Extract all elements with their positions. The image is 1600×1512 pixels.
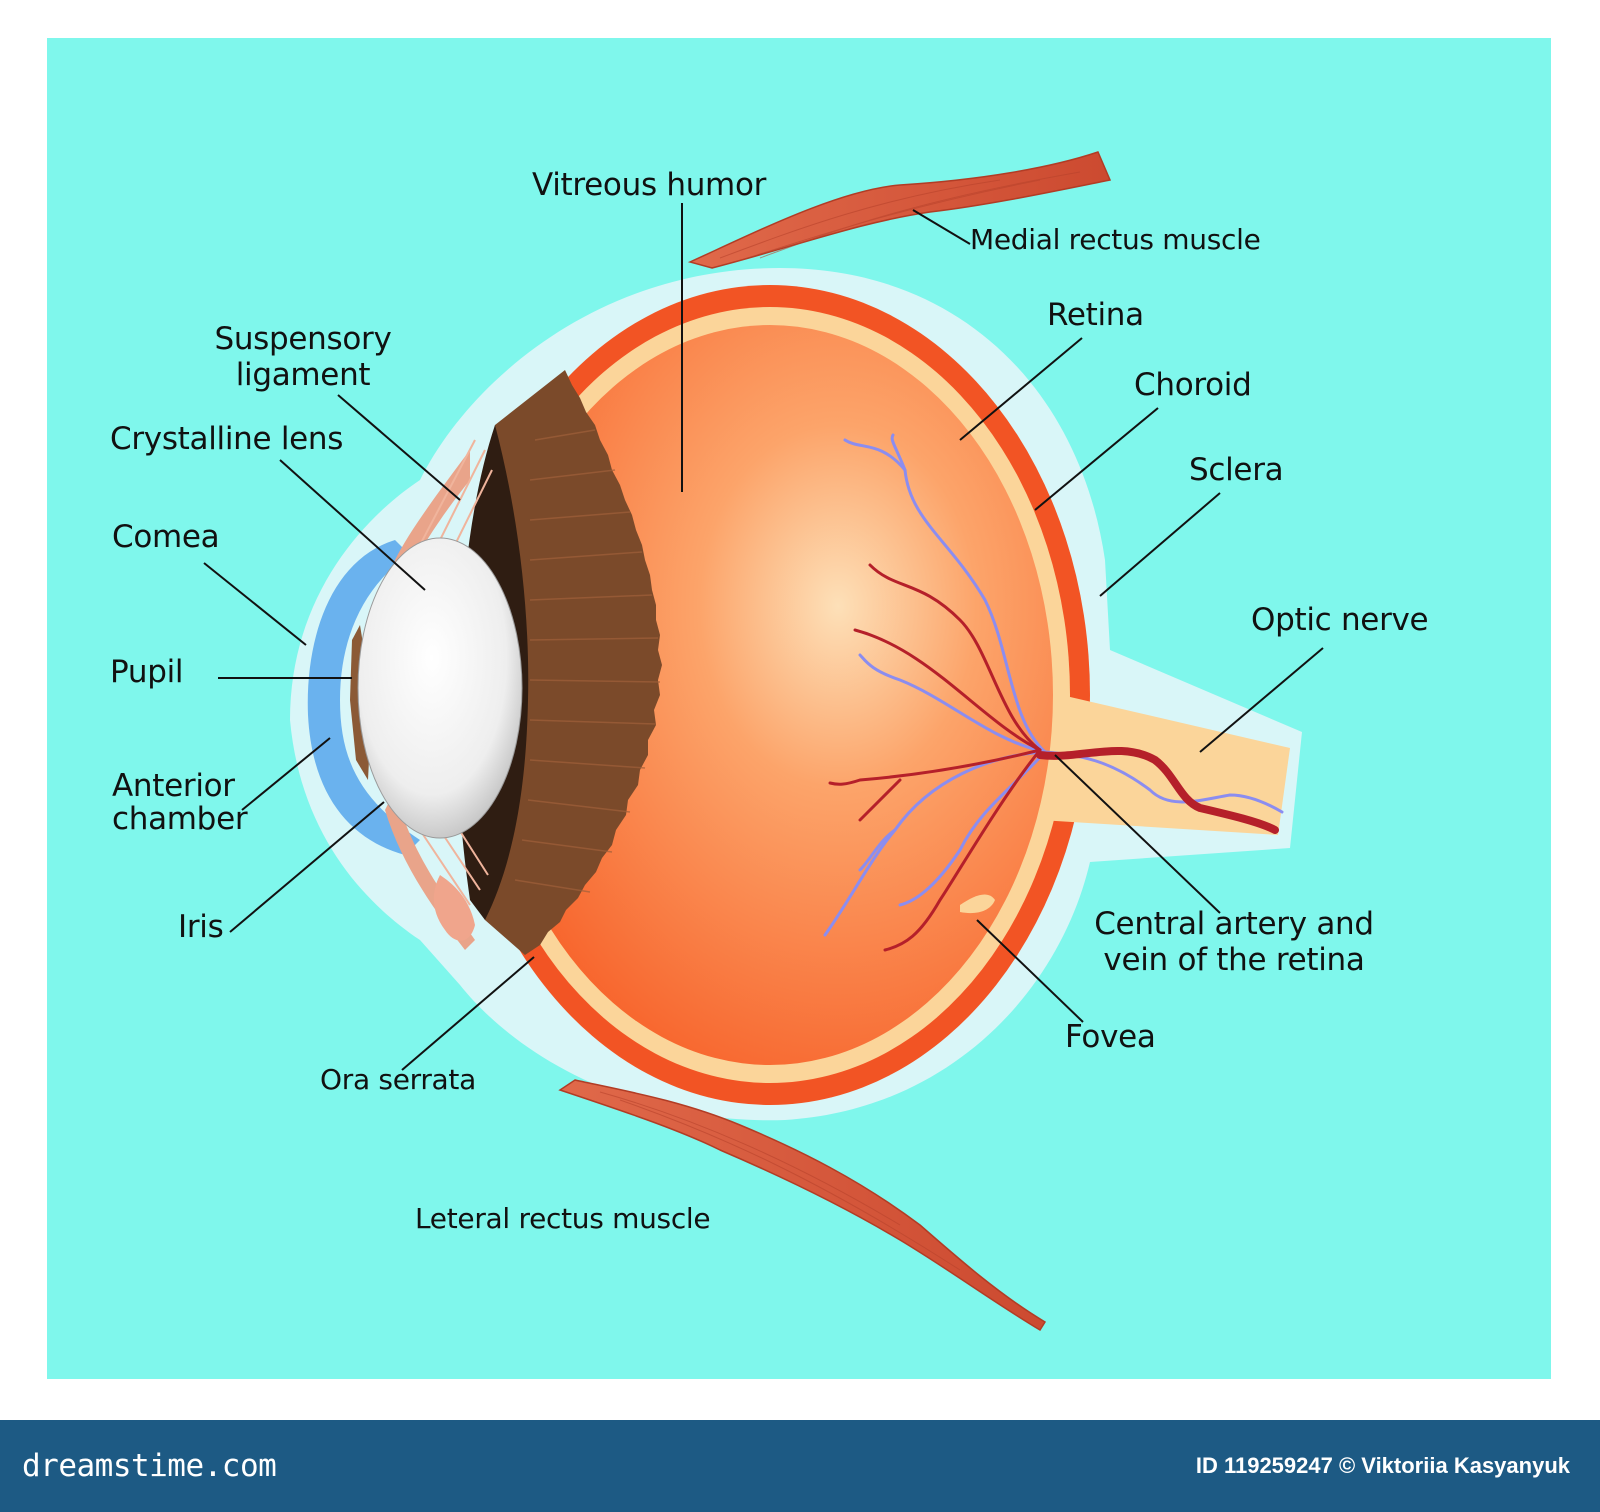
label-central-artery-line-1: Central artery and <box>1094 906 1374 942</box>
label-choroid: Choroid <box>1134 367 1252 403</box>
leader-choroid <box>1034 407 1159 511</box>
optic-nerve <box>1040 690 1290 835</box>
leader-central-artery <box>1054 754 1221 914</box>
iris-tip <box>433 875 475 941</box>
leader-suspensory-ligament <box>337 394 461 501</box>
label-iris: Iris <box>178 909 224 945</box>
leader-lines <box>203 203 1324 1071</box>
label-pupil: Pupil <box>110 654 184 690</box>
label-anterior-line-2: chamber <box>112 800 248 837</box>
leader-cornea <box>203 562 307 646</box>
leader-optic-nerve <box>1199 647 1324 753</box>
label-optic-nerve: Optic nerve <box>1251 602 1429 638</box>
label-central-artery-line-2: vein of the retina <box>1103 941 1365 978</box>
footer-brand-logo[interactable]: dreamstime.com <box>22 1448 277 1484</box>
label-suspensory-line-1: Suspensory <box>214 321 392 357</box>
leader-retina <box>959 337 1083 441</box>
leader-crystalline-lens <box>279 459 426 591</box>
label-anterior-line-1: Anterior <box>112 768 235 804</box>
lateral-rectus-fibers <box>599 1091 961 1271</box>
label-fovea: Fovea <box>1065 1019 1156 1055</box>
label-retina: Retina <box>1047 297 1144 333</box>
lateral-rectus-muscle <box>558 1079 1047 1332</box>
label-cornea: Comea <box>112 519 220 555</box>
label-vitreous-humor: Vitreous humor <box>532 167 767 203</box>
label-anterior-chamber: Anterior chamber <box>112 770 262 835</box>
label-medial-rectus-muscle: Medial rectus muscle <box>970 223 1261 256</box>
leader-ora-serrata <box>401 956 535 1071</box>
footer-image-credit: ID 119259247 © Viktoriia Kasyanyuk <box>1195 1453 1570 1478</box>
fovea-pit <box>960 894 995 914</box>
leader-anterior-chamber <box>241 737 331 811</box>
label-suspensory-ligament: Suspensory ligament <box>208 321 398 393</box>
label-ora-serrata: Ora serrata <box>320 1063 476 1096</box>
label-crystalline-lens: Crystalline lens <box>110 421 344 457</box>
crystalline-lens <box>357 537 523 839</box>
label-suspensory-line-2: ligament <box>235 356 371 393</box>
label-central-artery-vein: Central artery and vein of the retina <box>1084 906 1384 978</box>
label-lateral-rectus-muscle: Leteral rectus muscle <box>415 1202 711 1235</box>
label-sclera: Sclera <box>1189 452 1284 488</box>
retinal-arteries <box>828 563 1279 952</box>
retinal-veins <box>823 433 1284 937</box>
footer-bar: dreamstime.com ID 119259247 © Viktoriia … <box>0 1420 1600 1512</box>
leader-sclera <box>1099 492 1221 597</box>
medial-rectus-muscle <box>687 151 1112 269</box>
leader-iris <box>229 801 385 933</box>
ciliary-striations <box>514 429 661 893</box>
medial-rectus-fibers <box>719 171 1081 263</box>
cornea <box>307 540 420 855</box>
leader-medial-rectus <box>912 209 971 245</box>
leader-fovea <box>976 919 1084 1023</box>
